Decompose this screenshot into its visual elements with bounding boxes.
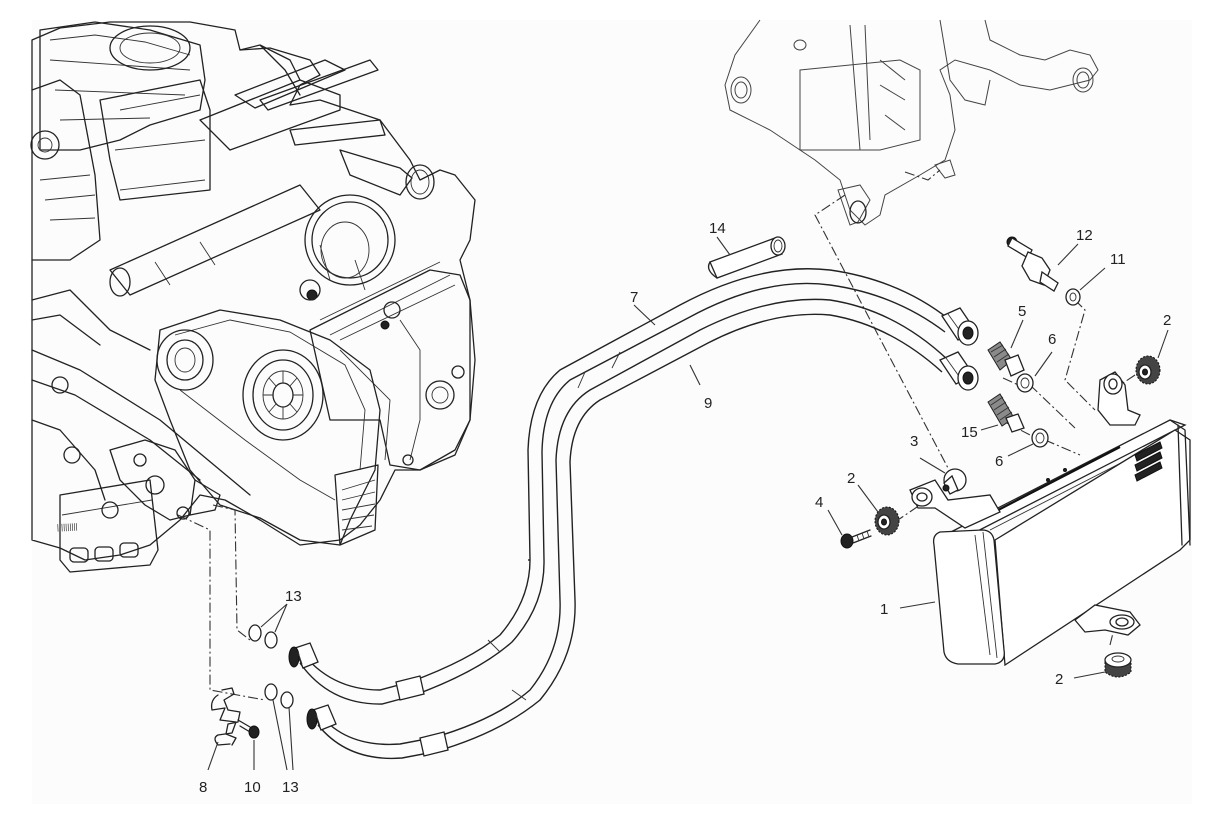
- callout-2-left: 2: [847, 470, 855, 487]
- callout-3: 3: [910, 433, 918, 450]
- rubber-grommet-left: [874, 506, 900, 536]
- callout-13-lower: 13: [282, 779, 299, 796]
- callout-2-upper-right: 2: [1163, 312, 1171, 329]
- sealing-washer-upper: [1016, 373, 1034, 393]
- callout-6-lower: 6: [995, 453, 1003, 470]
- rubber-grommet-lower: [1104, 652, 1132, 678]
- o-rings-upper: [248, 624, 278, 649]
- callout-4: 4: [815, 494, 823, 511]
- oil-cooler: [909, 371, 1191, 667]
- screw: [840, 529, 872, 549]
- callout-6-upper: 6: [1048, 331, 1056, 348]
- callout-8: 8: [199, 779, 207, 796]
- callout-labels: 1 2 2 2 3 4 5 6 6 7 8 9 10 11 12 13 13 1…: [199, 220, 1171, 796]
- drawing-panel: [32, 20, 1192, 804]
- callout-12: 12: [1076, 227, 1093, 244]
- hose-end-fitting-lower-left: [306, 704, 337, 731]
- hose-end-fitting-lower-right: [939, 351, 979, 391]
- leader-lines: [207, 236, 1169, 771]
- callout-14: 14: [709, 220, 726, 237]
- hose-collar: [395, 351, 621, 757]
- union-fitting-upper: [987, 341, 1025, 377]
- oil-hoses: [288, 268, 979, 760]
- callout-10: 10: [244, 779, 261, 796]
- union-fitting-lower: [987, 393, 1025, 433]
- svg-text:||||||||||: ||||||||||: [57, 522, 78, 532]
- hose-end-fitting-upper-right: [941, 307, 979, 346]
- frame-bracket: [724, 19, 1099, 226]
- o-rings-lower: [264, 683, 294, 709]
- callout-5: 5: [1018, 303, 1026, 320]
- callout-11: 11: [1110, 251, 1126, 268]
- callout-1: 1: [880, 601, 888, 618]
- plate-screw: [237, 719, 260, 739]
- callout-15: 15: [961, 424, 978, 441]
- sealing-washer-lower: [1031, 428, 1049, 448]
- callout-13-upper: 13: [285, 588, 302, 605]
- protective-sleeve: [707, 236, 786, 279]
- hose-end-fitting-upper-left: [288, 642, 319, 669]
- callout-2-lower: 2: [1055, 671, 1063, 688]
- temperature-sensor: [1006, 236, 1059, 292]
- rubber-grommet-upper-right: [1135, 355, 1161, 385]
- callout-7: 7: [630, 289, 638, 306]
- sensor-washer: [1065, 288, 1081, 306]
- hose-retaining-plate: [210, 687, 241, 746]
- spacer-bushing: [942, 468, 967, 495]
- engine-assembly: ||||||||||: [30, 21, 476, 573]
- callout-9: 9: [704, 395, 712, 412]
